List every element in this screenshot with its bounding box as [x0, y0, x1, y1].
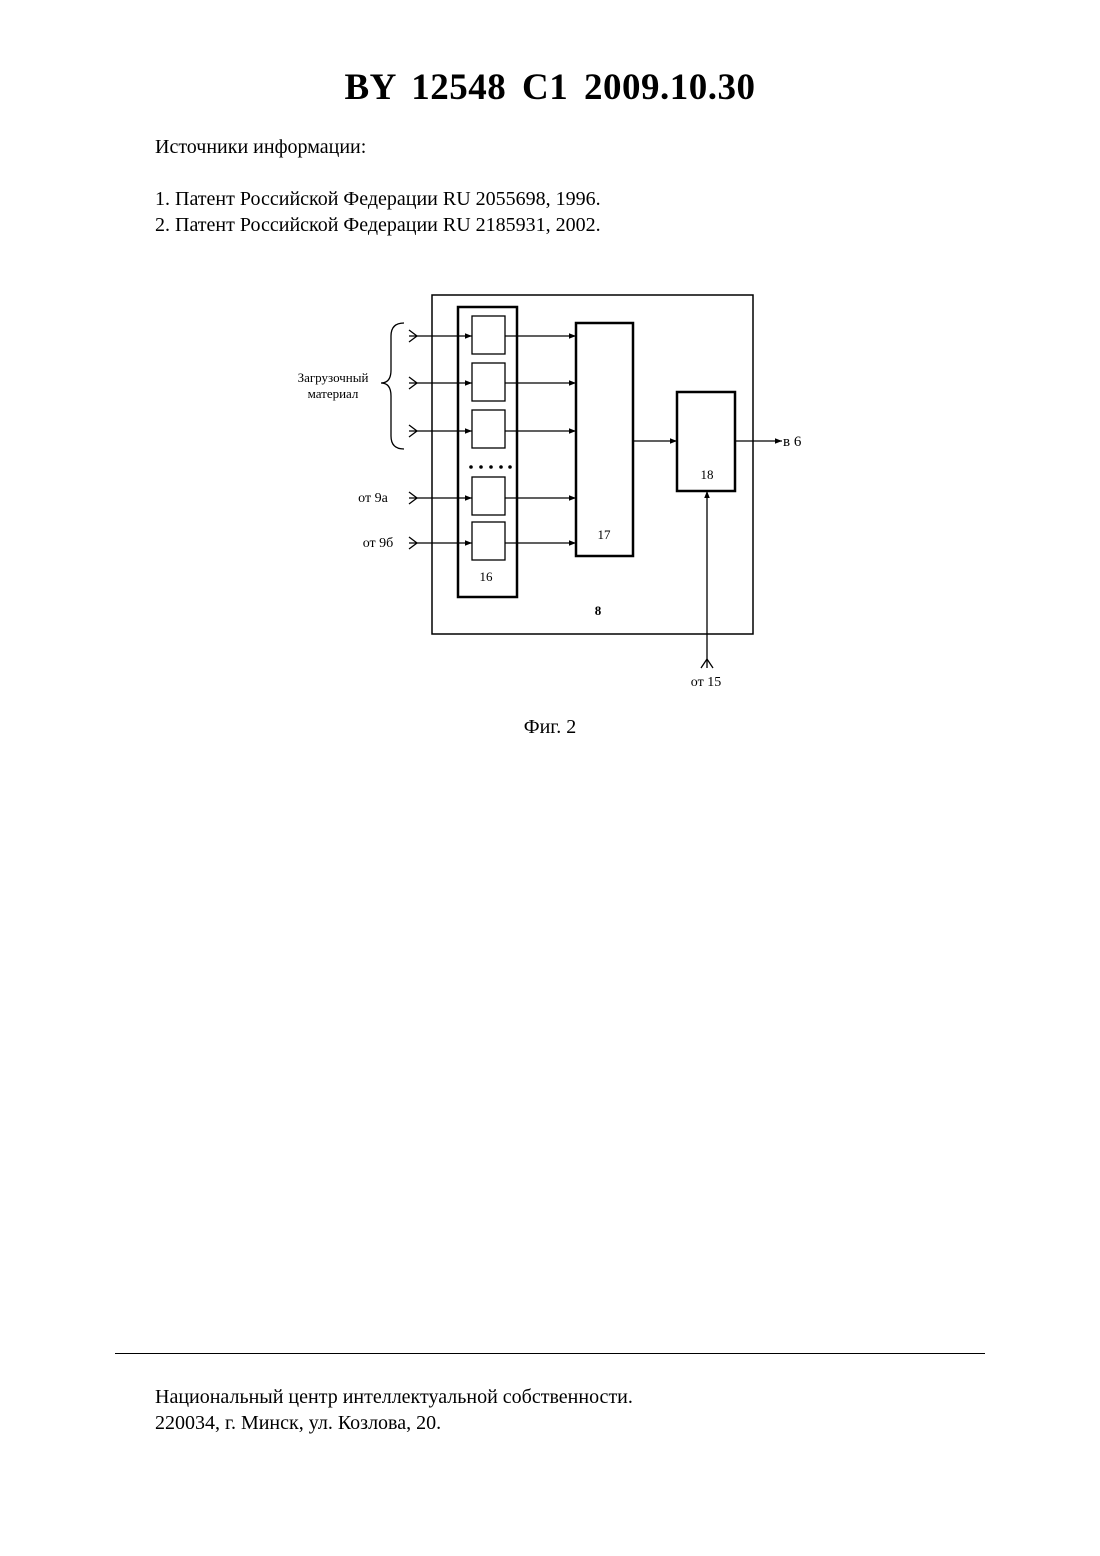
cell-5: [472, 522, 505, 560]
input-brace: [381, 323, 404, 449]
input-group-label: материал: [308, 386, 359, 401]
cell-4: [472, 477, 505, 515]
block-17: [576, 323, 633, 556]
arrow-from-15: [701, 491, 713, 668]
cell-3: [472, 410, 505, 448]
input-arrows: [409, 330, 472, 549]
footer-line: Национальный центр интеллектуальной собс…: [155, 1384, 633, 1410]
frame-8-label: 8: [595, 603, 602, 618]
cell-1: [472, 316, 505, 354]
input-group-label: Загрузочный: [298, 370, 369, 385]
output-label: в 6: [783, 434, 802, 450]
input-9a-label: от 9а: [358, 491, 388, 506]
footer: Национальный центр интеллектуальной собс…: [155, 1384, 633, 1436]
footer-line: 220034, г. Минск, ул. Козлова, 20.: [155, 1410, 633, 1436]
cell-2: [472, 363, 505, 401]
block-16: [458, 307, 517, 597]
block-diagram: Загрузочный материал от 9а от 9б 16 17 1…: [0, 0, 1100, 700]
figure-caption: Фиг. 2: [0, 716, 1100, 739]
ellipsis-dots: [469, 465, 512, 469]
block-18-label: 18: [701, 467, 714, 482]
block-16-label: 16: [480, 569, 494, 584]
cell-to-17-arrows: [505, 336, 576, 543]
block-17-label: 17: [598, 527, 612, 542]
footer-divider: [115, 1353, 985, 1354]
input-15-label: от 15: [691, 675, 721, 690]
input-9b-label: от 9б: [363, 536, 394, 551]
